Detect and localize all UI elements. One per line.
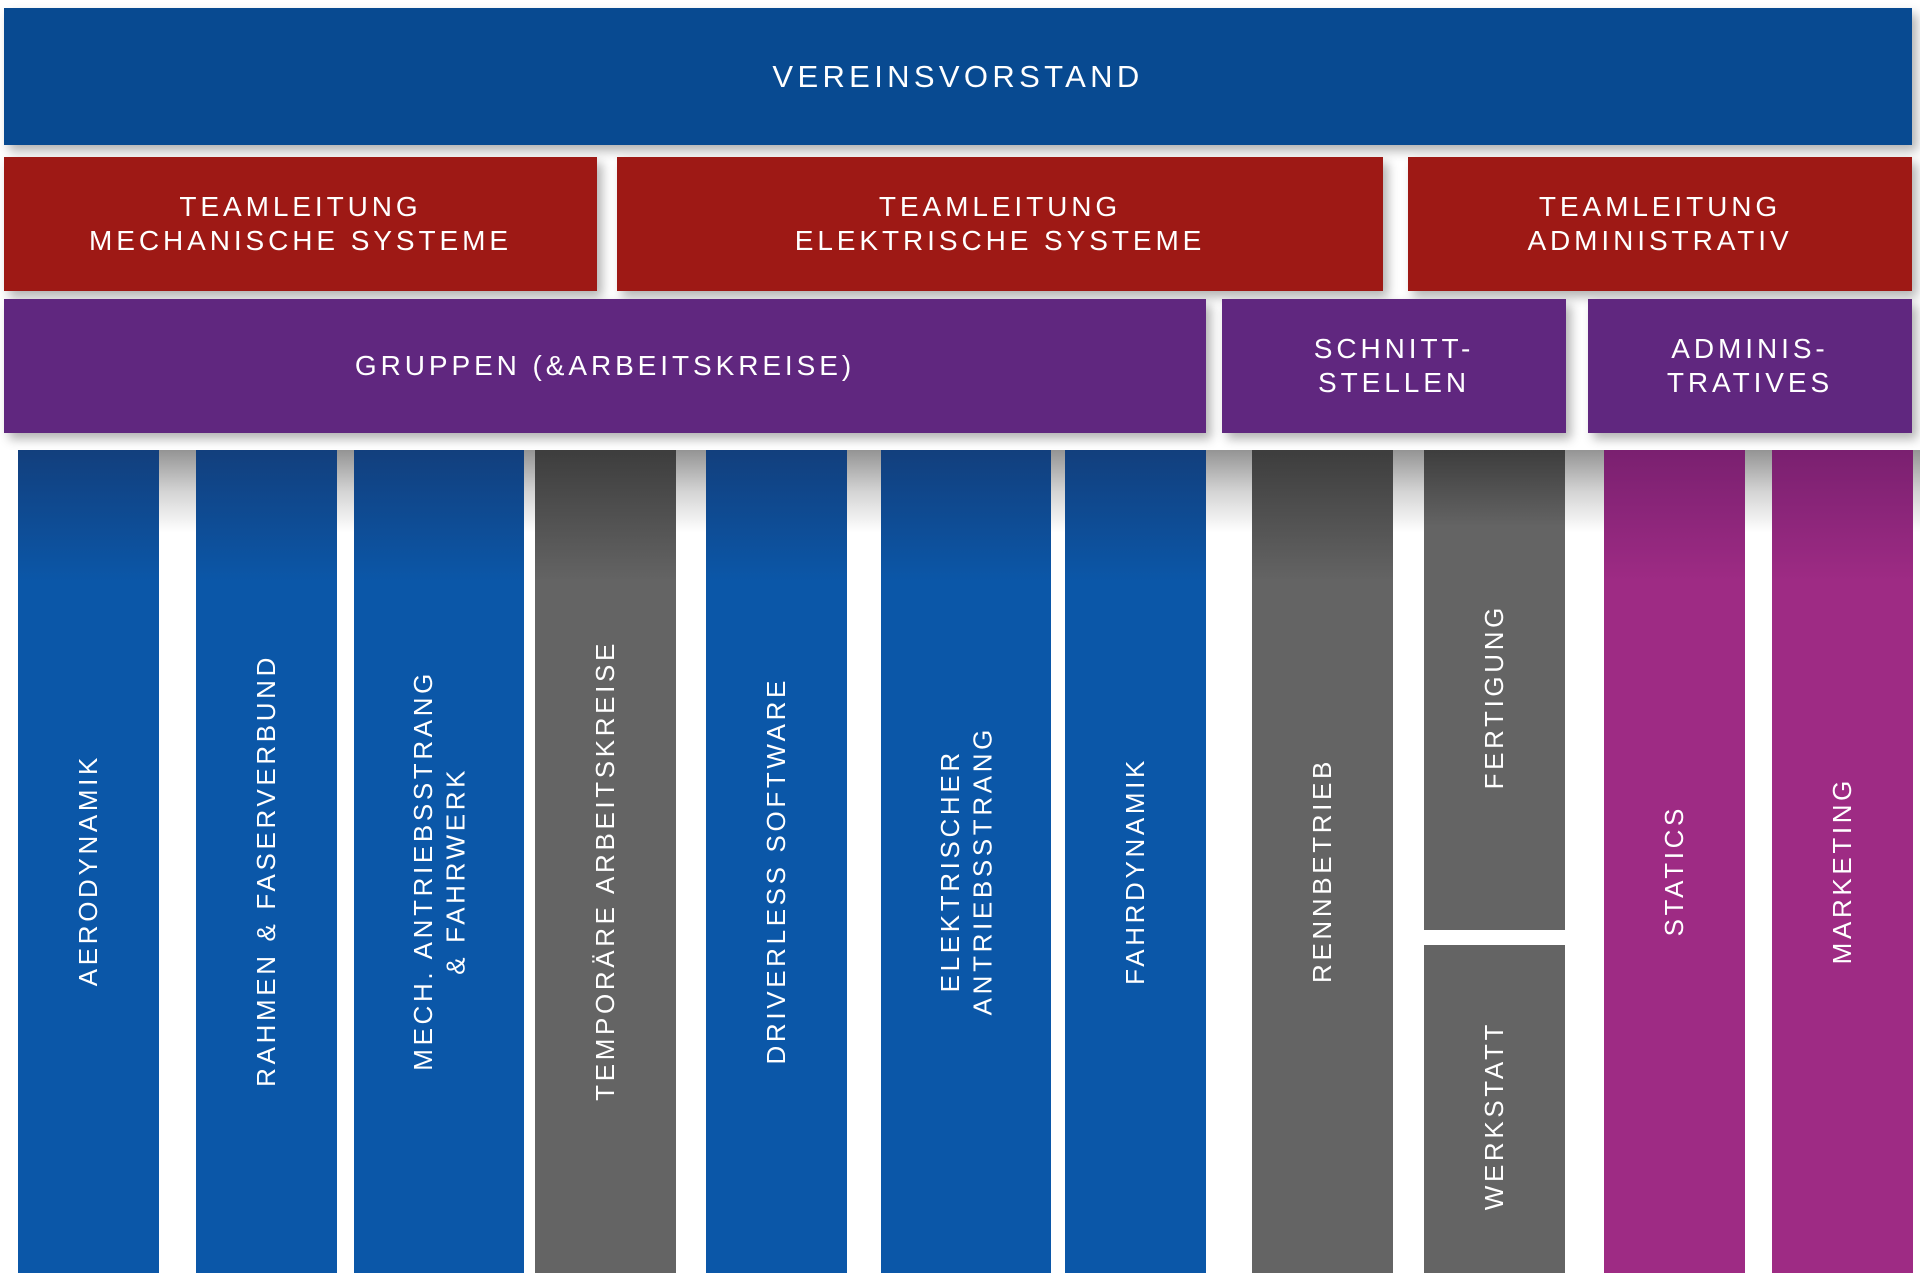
interface-bar-rennbetrieb[interactable]: RENNBETRIEB <box>1252 450 1393 1273</box>
admin-label-statics: STATICS <box>1659 804 1690 937</box>
group-label-mech-antriebsstrang-fahrwerk: MECH. ANTRIEBSSTRANG & FAHRWERK <box>407 670 471 1071</box>
group-bar-aerodynamik[interactable]: AERODYNAMIK <box>18 450 159 1273</box>
lead-label-mechanische-systeme: TEAMLEITUNG MECHANISCHE SYSTEME <box>89 190 512 256</box>
lead-box-administrativ[interactable]: TEAMLEITUNG ADMINISTRATIV <box>1408 157 1912 291</box>
section-box-gruppen[interactable]: GRUPPEN (&ARBEITSKREISE) <box>4 299 1206 433</box>
group-label-fahrdynamik: FAHRDYNAMIK <box>1120 756 1151 985</box>
admin-bar-marketing[interactable]: MARKETING <box>1772 450 1913 1273</box>
group-bar-elektrischer-antriebsstrang[interactable]: ELEKTRISCHER ANTRIEBSSTRANG <box>881 450 1051 1273</box>
group-label-temporaere-arbeitskreise: TEMPORÄRE ARBEITSKREISE <box>590 640 621 1101</box>
lead-box-elektrische-systeme[interactable]: TEAMLEITUNG ELEKTRISCHE SYSTEME <box>617 157 1383 291</box>
group-label-driverless-software: DRIVERLESS SOFTWARE <box>761 676 792 1065</box>
interface-bar-fertigung[interactable]: FERTIGUNG <box>1424 450 1565 930</box>
group-bar-mech-antriebsstrang-fahrwerk[interactable]: MECH. ANTRIEBSSTRANG & FAHRWERK <box>354 450 524 1273</box>
lead-label-administrativ: TEAMLEITUNG ADMINISTRATIV <box>1527 190 1793 256</box>
board-label: VEREINSVORSTAND <box>772 58 1144 94</box>
lead-box-mechanische-systeme[interactable]: TEAMLEITUNG MECHANISCHE SYSTEME <box>4 157 597 291</box>
section-box-schnittstellen[interactable]: SCHNITT- STELLEN <box>1222 299 1566 433</box>
group-bar-fahrdynamik[interactable]: FAHRDYNAMIK <box>1065 450 1206 1273</box>
section-label-administratives: ADMINIS- TRATIVES <box>1666 332 1834 398</box>
admin-label-marketing: MARKETING <box>1827 776 1858 965</box>
group-label-elektrischer-antriebsstrang: ELEKTRISCHER ANTRIEBSSTRANG <box>934 725 998 1016</box>
interface-bar-werkstatt[interactable]: WERKSTATT <box>1424 945 1565 1273</box>
group-bar-driverless-software[interactable]: DRIVERLESS SOFTWARE <box>706 450 847 1273</box>
section-box-administratives[interactable]: ADMINIS- TRATIVES <box>1588 299 1912 433</box>
board-box[interactable]: VEREINSVORSTAND <box>4 8 1912 145</box>
group-label-rahmen-faserverbund: RAHMEN & FASERVERBUND <box>251 654 282 1087</box>
section-label-gruppen: GRUPPEN (&ARBEITSKREISE) <box>354 349 856 381</box>
group-label-aerodynamik: AERODYNAMIK <box>73 754 104 987</box>
lead-label-elektrische-systeme: TEAMLEITUNG ELEKTRISCHE SYSTEME <box>794 190 1206 256</box>
section-label-schnittstellen: SCHNITT- STELLEN <box>1313 332 1475 398</box>
group-bar-rahmen-faserverbund[interactable]: RAHMEN & FASERVERBUND <box>196 450 337 1273</box>
interface-label-fertigung: FERTIGUNG <box>1479 604 1510 790</box>
interface-label-werkstatt: WERKSTATT <box>1479 1021 1510 1211</box>
interface-label-rennbetrieb: RENNBETRIEB <box>1307 758 1338 983</box>
group-bar-temporaere-arbeitskreise[interactable]: TEMPORÄRE ARBEITSKREISE <box>535 450 676 1273</box>
admin-bar-statics[interactable]: STATICS <box>1604 450 1745 1273</box>
